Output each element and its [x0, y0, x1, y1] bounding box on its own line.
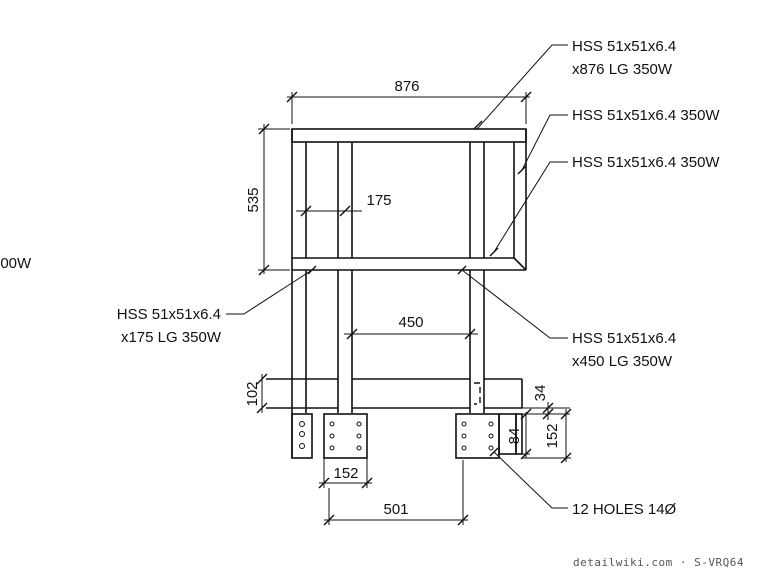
- callout-post: HSS 51x51x6.4 350W: [489, 154, 720, 257]
- callout-mid-rail-line2: x450 LG 350W: [572, 353, 673, 370]
- top-rail: [291, 128, 527, 143]
- dim-175-label: 175: [366, 192, 391, 209]
- mid-rail: [292, 257, 526, 271]
- callout-left-rail: HSS 51x51x6.4 x175 LG 350W: [117, 265, 317, 346]
- dim-84: 84: [506, 408, 532, 460]
- dim-84-label: 84: [506, 428, 523, 445]
- callout-mid-rail-line1: HSS 51x51x6.4: [572, 330, 676, 347]
- dim-501-label: 501: [383, 501, 408, 518]
- dim-152-plate-label: 152: [333, 465, 358, 482]
- dim-535: 535: [245, 123, 290, 276]
- callout-left-rail-line2: x175 LG 350W: [121, 329, 222, 346]
- callout-left-rail-line1: HSS 51x51x6.4: [117, 306, 221, 323]
- dim-152-vertical: 152: [522, 408, 572, 464]
- dim-102-label: 102: [244, 381, 261, 406]
- cut-off-label: 300W: [0, 255, 32, 272]
- dim-876-label: 876: [394, 78, 419, 95]
- dim-152-vertical-label: 152: [544, 423, 561, 448]
- base-plate-right: [455, 413, 500, 459]
- dim-535-label: 535: [245, 187, 262, 212]
- callout-return: HSS 51x51x6.4 350W: [517, 107, 720, 175]
- callout-top-rail: HSS 51x51x6.4 x876 LG 350W: [473, 38, 676, 130]
- dim-450: 450: [344, 314, 478, 340]
- dim-876: 876: [286, 78, 532, 124]
- left-short-post: [291, 142, 307, 458]
- callout-top-rail-line2: x876 LG 350W: [572, 61, 673, 78]
- post-2: [469, 142, 485, 413]
- callout-mid-rail: HSS 51x51x6.4 x450 LG 350W: [457, 265, 676, 370]
- callout-top-rail-line1: HSS 51x51x6.4: [572, 38, 676, 55]
- dim-175: 175: [296, 192, 392, 217]
- right-return-rail: [513, 129, 527, 271]
- callout-holes: 12 HOLES 14Ø: [489, 447, 677, 518]
- callout-holes-text: 12 HOLES 14Ø: [572, 501, 677, 518]
- dim-34: 34: [522, 385, 570, 420]
- dim-102: 102: [244, 373, 268, 414]
- side-plate-left: [291, 413, 313, 459]
- post-1: [337, 142, 353, 413]
- callout-post-text: HSS 51x51x6.4 350W: [572, 154, 720, 171]
- side-plate-right: [498, 413, 523, 455]
- kickplate: [266, 378, 523, 409]
- watermark: detailwiki.com · S-VRQ64: [573, 556, 744, 569]
- dim-34-label: 34: [532, 385, 549, 402]
- dim-152-plate: 152: [318, 458, 373, 489]
- dim-450-label: 450: [398, 314, 423, 331]
- base-plate-left: [323, 413, 368, 459]
- dim-501: 501: [323, 460, 469, 526]
- callout-return-text: HSS 51x51x6.4 350W: [572, 107, 720, 124]
